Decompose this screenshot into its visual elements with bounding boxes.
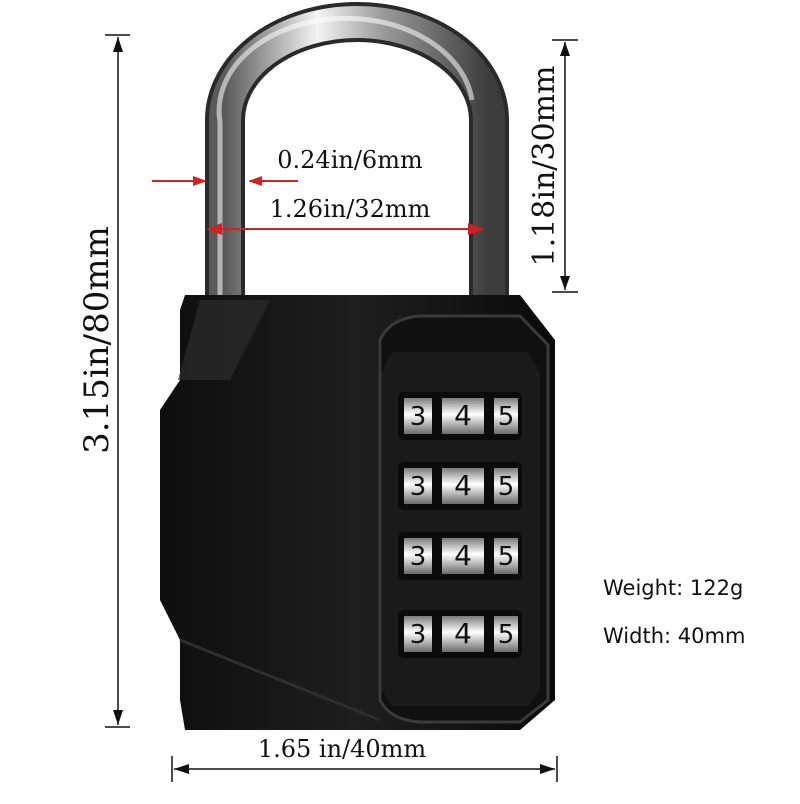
shackle-height-label: 1.18in/30mm	[527, 66, 562, 267]
shackle-height-dimension: 1.18in/30mm	[527, 39, 578, 293]
dial-digit: 4	[454, 469, 472, 502]
shackle-width-label: 1.26in/32mm	[270, 195, 431, 223]
dial-row	[398, 392, 522, 440]
weight-spec: Weight: 122g	[603, 576, 744, 600]
lock-body	[160, 295, 555, 730]
dial-digit: 5	[498, 402, 515, 432]
dial-digit: 4	[454, 539, 472, 572]
total-height-label: 3.15in/80mm	[77, 226, 117, 454]
dial-digit: 5	[498, 542, 515, 572]
dial-row	[398, 610, 522, 658]
combination-dials: 3 4 5 3 4 5 3 4 5 3 4 5	[398, 392, 522, 658]
dial-digit: 4	[454, 617, 472, 650]
dial-digit: 4	[454, 399, 472, 432]
body-width-dimension: 1.65 in/40mm	[171, 735, 558, 782]
dial-digit: 3	[410, 402, 427, 432]
shackle-width-dimension: 1.26in/32mm	[206, 195, 484, 235]
shackle-thickness-dimension: 0.24in/6mm	[152, 146, 423, 186]
width-spec: Width: 40mm	[603, 624, 746, 648]
total-height-dimension: 3.15in/80mm	[77, 34, 130, 728]
dial-digit: 3	[410, 620, 427, 650]
dial-digit: 3	[410, 472, 427, 502]
dial-row	[398, 462, 522, 510]
dial-digit: 3	[410, 542, 427, 572]
body-width-label: 1.65 in/40mm	[258, 735, 427, 763]
dial-digit: 5	[498, 620, 515, 650]
shackle	[205, 2, 509, 300]
shackle-thickness-label: 0.24in/6mm	[277, 146, 423, 174]
dial-row	[398, 532, 522, 580]
dial-digit: 5	[498, 472, 515, 502]
